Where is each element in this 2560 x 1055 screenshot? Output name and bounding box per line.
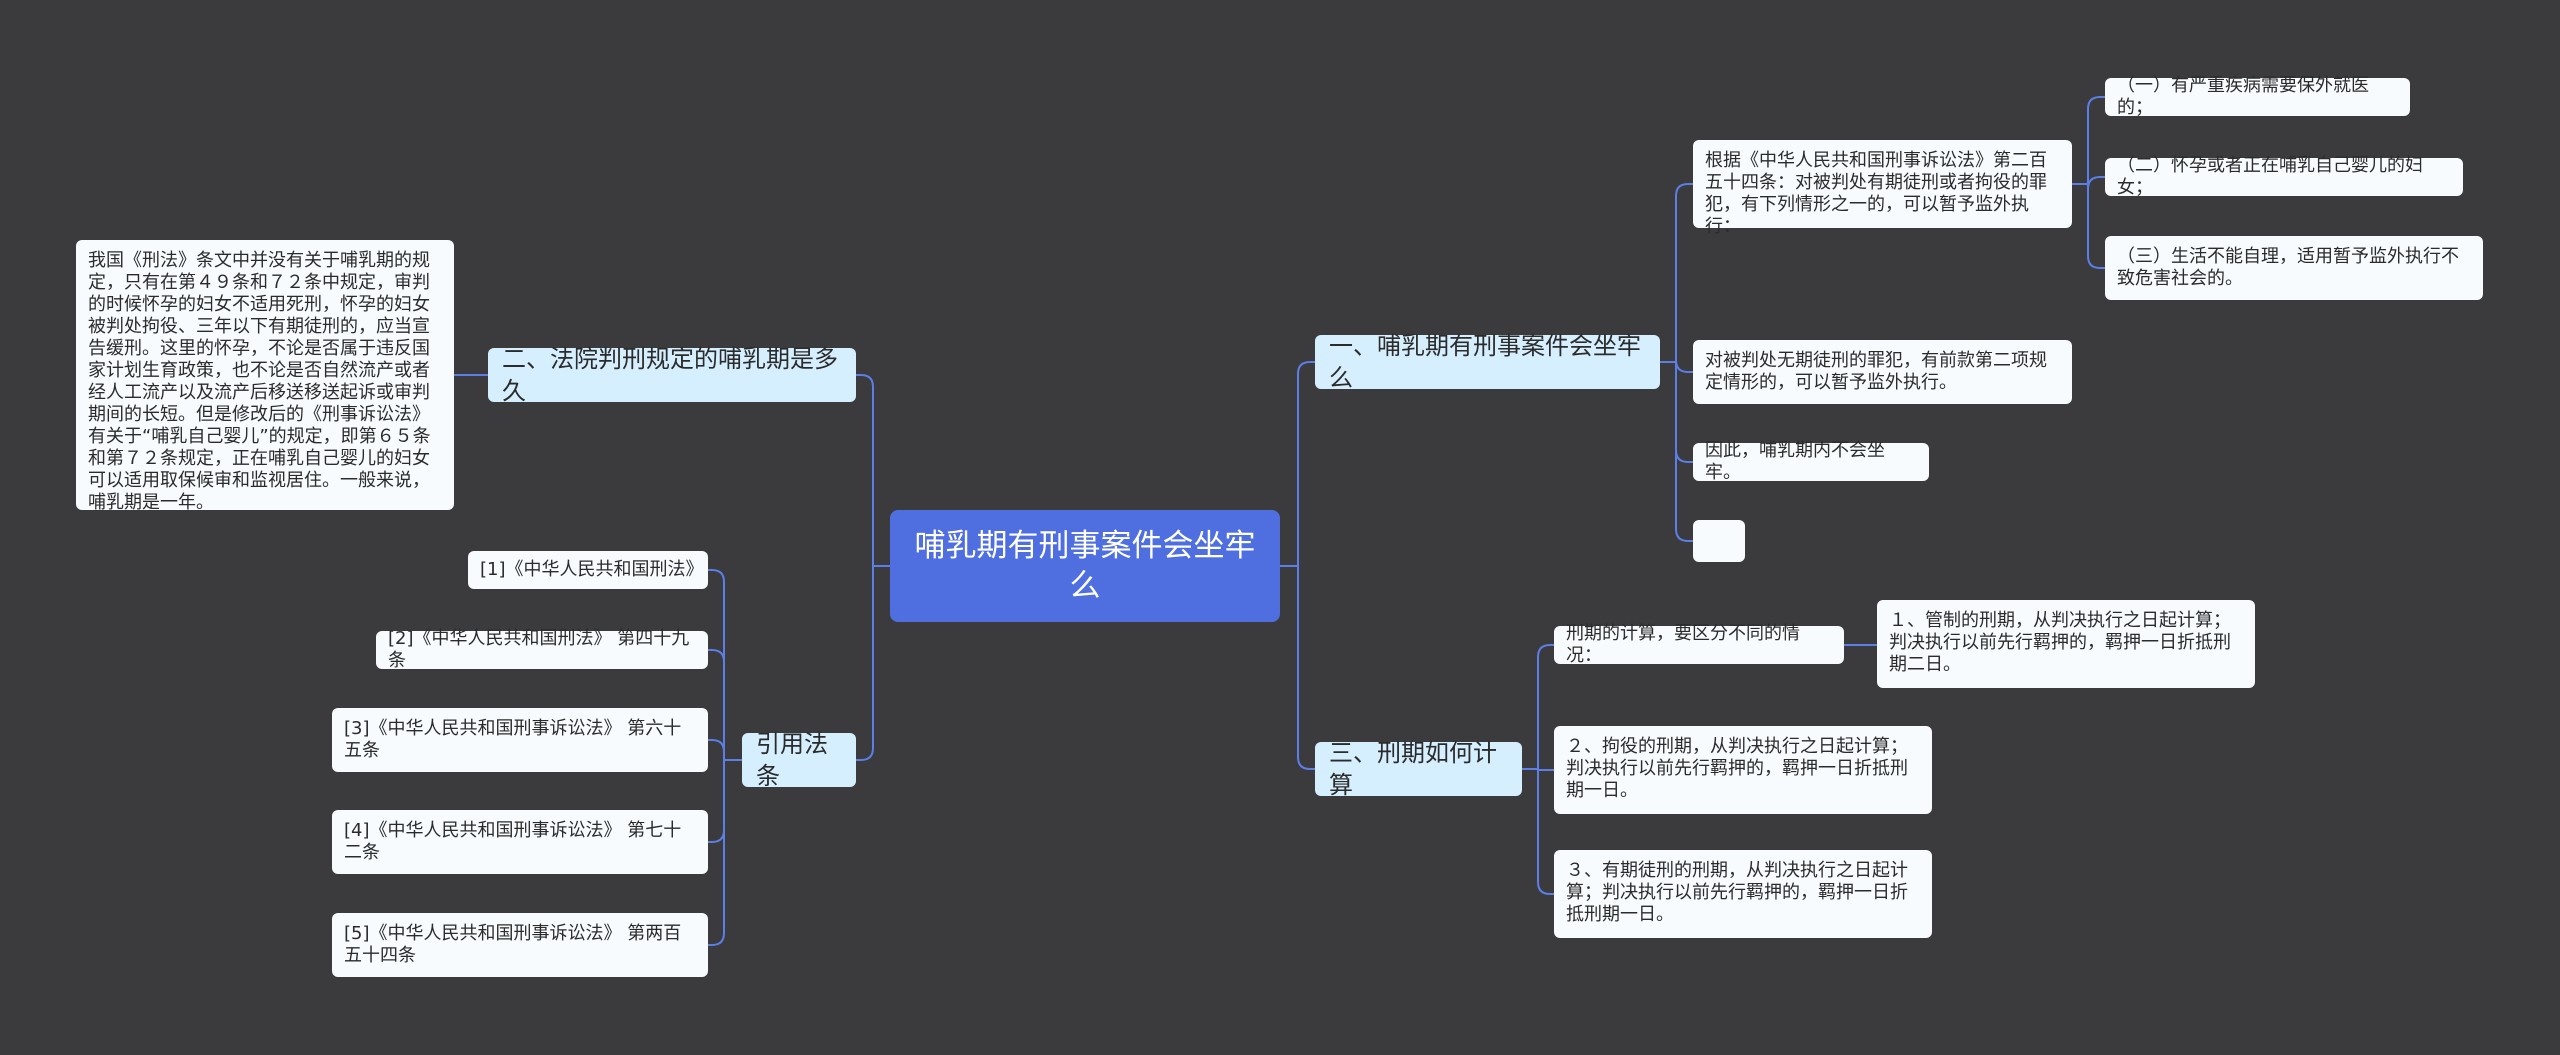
branch-topic-2[interactable]: 二、法院判刑规定的哺乳期是多久 xyxy=(488,345,856,405)
branch-topic-1[interactable]: 一、哺乳期有刑事案件会坐牢么 xyxy=(1315,332,1660,392)
leaf-citation-2[interactable]: [2]《中华人民共和国刑法》 第四十九条 xyxy=(376,628,708,671)
connector-17 xyxy=(1537,644,1554,769)
leaf-empty[interactable] xyxy=(1693,520,1745,562)
leaf-citation-3[interactable]: [3]《中华人民共和国刑事诉讼法》 第六十五条 xyxy=(332,708,708,772)
leaf-life-sentence[interactable]: 对被判处无期徒刑的罪犯，有前款第二项规定情形的，可以暂予监外执行。 xyxy=(1693,340,2072,404)
branch-topic-3[interactable]: 三、刑期如何计算 xyxy=(1315,739,1522,799)
connector-2 xyxy=(1297,361,1315,566)
leaf-citation-5[interactable]: [5]《中华人民共和国刑事诉讼法》 第两百五十四条 xyxy=(332,913,708,977)
leaf-condition-2[interactable]: （二）怀孕或者正在哺乳自己婴儿的妇女； xyxy=(2105,155,2463,198)
connector-8 xyxy=(1675,183,1693,362)
connector-5 xyxy=(856,374,874,566)
leaf-conclusion[interactable]: 因此，哺乳期内不会坐牢。 xyxy=(1693,440,1929,483)
connector-3 xyxy=(1297,566,1315,770)
connector-10 xyxy=(1675,362,1693,463)
connector-14 xyxy=(2087,176,2105,190)
connector-11 xyxy=(1675,362,1693,542)
connector-9 xyxy=(1675,359,1693,373)
leaf-detention-term[interactable]: ２、拘役的刑期，从判决执行之日起计算；判决执行以前先行羁押的，羁押一日折抵刑期一… xyxy=(1554,726,1932,814)
connector-26 xyxy=(708,760,725,843)
connector-25 xyxy=(708,739,725,760)
leaf-citation-1[interactable]: [1]《中华人民共和国刑法》 xyxy=(468,551,708,589)
connector-24 xyxy=(708,649,725,760)
leaf-nursing-period[interactable]: 我国《刑法》条文中并没有关于哺乳期的规定，只有在第４９条和７２条中规定，审判的时… xyxy=(76,240,454,513)
leaf-article-254[interactable]: 根据《中华人民共和国刑事诉讼法》第二百五十四条：对被判处有期徒刑或者拘役的罪犯，… xyxy=(1693,140,2072,237)
branch-topic-4[interactable]: 引用法条 xyxy=(742,730,856,790)
connector-23 xyxy=(708,569,725,760)
connector-27 xyxy=(708,760,725,946)
connector-15 xyxy=(2087,184,2105,269)
leaf-sentence-calc[interactable]: 刑期的计算，要区分不同的情况： xyxy=(1554,623,1844,666)
root-topic[interactable]: 哺乳期有刑事案件会坐牢么 xyxy=(890,510,1280,622)
leaf-citation-4[interactable]: [4]《中华人民共和国刑事诉讼法》 第七十二条 xyxy=(332,810,708,874)
leaf-condition-1[interactable]: （一）有严重疾病需要保外就医的； xyxy=(2105,75,2410,118)
leaf-prison-term[interactable]: ３、有期徒刑的刑期，从判决执行之日起计算；判决执行以前先行羁押的，羁押一日折抵刑… xyxy=(1554,850,1932,938)
leaf-condition-3[interactable]: （三）生活不能自理，适用暂予监外执行不致危害社会的。 xyxy=(2105,236,2483,300)
connector-6 xyxy=(856,566,874,761)
leaf-control-term[interactable]: １、管制的刑期，从判决执行之日起计算；判决执行以前先行羁押的，羁押一日折抵刑期二… xyxy=(1877,600,2255,688)
connector-19 xyxy=(1537,769,1554,895)
connector-13 xyxy=(2087,96,2105,184)
